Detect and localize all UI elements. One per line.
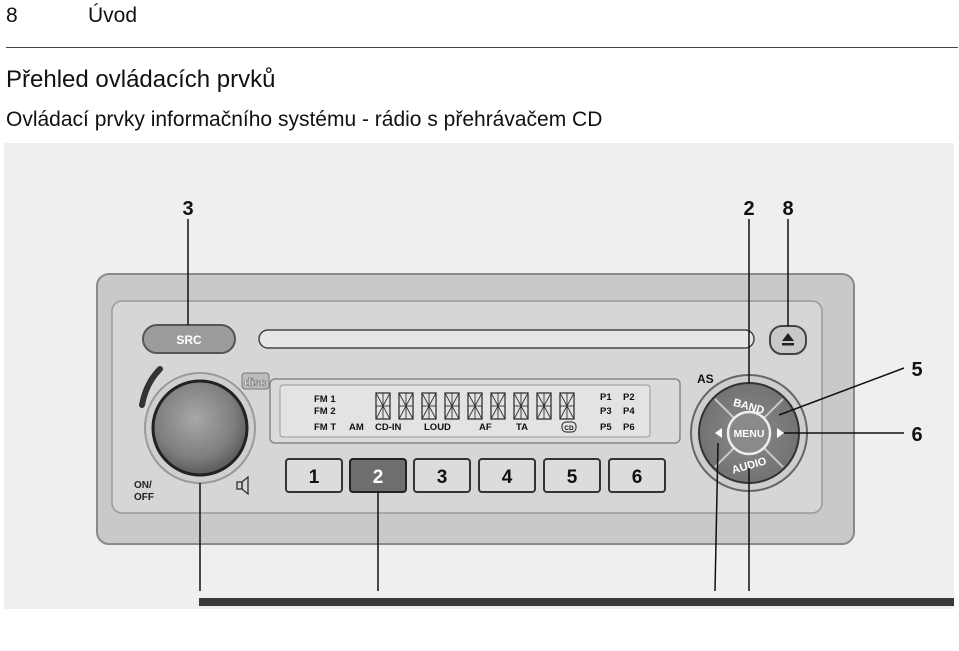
lcd-p6: P6 [623, 422, 635, 433]
lcd-cd-in: CD-IN [375, 422, 402, 433]
lcd-segment-characters [375, 392, 575, 420]
src-label: SRC [176, 333, 202, 347]
right-arrow-button[interactable] [777, 428, 784, 438]
volume-knob[interactable] [151, 379, 249, 477]
lcd-p2: P2 [623, 392, 635, 403]
preset-label-2: 2 [373, 467, 384, 488]
page-subheading: Ovládací prvky informačního systému - rá… [6, 108, 603, 131]
lcd-am: AM [349, 422, 364, 433]
page-heading: Přehled ovládacích prvků [6, 66, 276, 93]
volume-arc [139, 366, 163, 408]
lcd-p5: P5 [600, 422, 612, 433]
lcd-fmt: FM T [314, 422, 336, 433]
lcd-segment-cell [559, 392, 575, 420]
lcd-display [279, 384, 651, 438]
lcd-segment-cell [421, 392, 437, 420]
callout-5: 5 [911, 359, 922, 381]
callout-3: 3 [182, 198, 193, 220]
on-off-label-line2: OFF [134, 492, 154, 503]
callout-8: 8 [782, 198, 793, 220]
page-number: 8 [6, 4, 18, 27]
lcd-cd-logo: CD [564, 425, 574, 432]
eject-icon-bar [782, 343, 794, 346]
preset-button-1[interactable]: 1 [285, 458, 343, 493]
radio-figure: SRC disc ON/ OFF FM 1 FM 2 FM T AM CD-IN… [4, 143, 954, 609]
callout-line-bottom-3 [714, 442, 719, 592]
menu-label: MENU [734, 428, 765, 440]
lcd-fm1: FM 1 [314, 394, 336, 405]
preset-label-3: 3 [437, 467, 448, 488]
preset-button-6[interactable]: 6 [608, 458, 666, 493]
as-label: AS [697, 372, 714, 386]
left-arrow-button[interactable] [715, 428, 722, 438]
eject-icon [782, 333, 794, 341]
preset-button-2[interactable]: 2 [349, 458, 407, 493]
preset-button-3[interactable]: 3 [413, 458, 471, 493]
lcd-segment-cell [467, 392, 483, 420]
preset-label-6: 6 [632, 467, 643, 488]
preset-label-1: 1 [309, 467, 320, 488]
bottom-strip [199, 598, 954, 606]
preset-button-4[interactable]: 4 [478, 458, 536, 493]
lcd-af: AF [479, 422, 492, 433]
lcd-segment-cell [444, 392, 460, 420]
callout-6: 6 [911, 424, 922, 446]
lcd-segment-cell [513, 392, 529, 420]
lcd-segment-cell [490, 392, 506, 420]
preset-label-5: 5 [567, 467, 578, 488]
lcd-cd-logo-frame [561, 421, 577, 433]
disc-logo [241, 372, 270, 390]
lcd-ta: TA [516, 422, 528, 433]
callout-line-5 [778, 367, 905, 416]
lcd-p1: P1 [600, 392, 612, 403]
lcd-segment-cell [398, 392, 414, 420]
lcd-segment-cell [375, 392, 391, 420]
header-divider [6, 47, 958, 48]
mute-icon [236, 475, 249, 496]
on-off-label-line1: ON/ [134, 480, 152, 491]
lcd-p4: P4 [623, 406, 635, 417]
lcd-p3: P3 [600, 406, 612, 417]
callout-2: 2 [743, 198, 754, 220]
src-button[interactable] [142, 324, 236, 354]
lcd-fm2: FM 2 [314, 406, 336, 417]
menu-button[interactable] [726, 410, 772, 456]
preset-button-5[interactable]: 5 [543, 458, 601, 493]
lcd-loud: LOUD [424, 422, 451, 433]
section-title: Úvod [88, 4, 138, 27]
disc-logo-text: disc [244, 377, 266, 389]
lcd-segment-cell [536, 392, 552, 420]
preset-label-4: 4 [502, 467, 513, 488]
cd-slot [258, 329, 755, 349]
